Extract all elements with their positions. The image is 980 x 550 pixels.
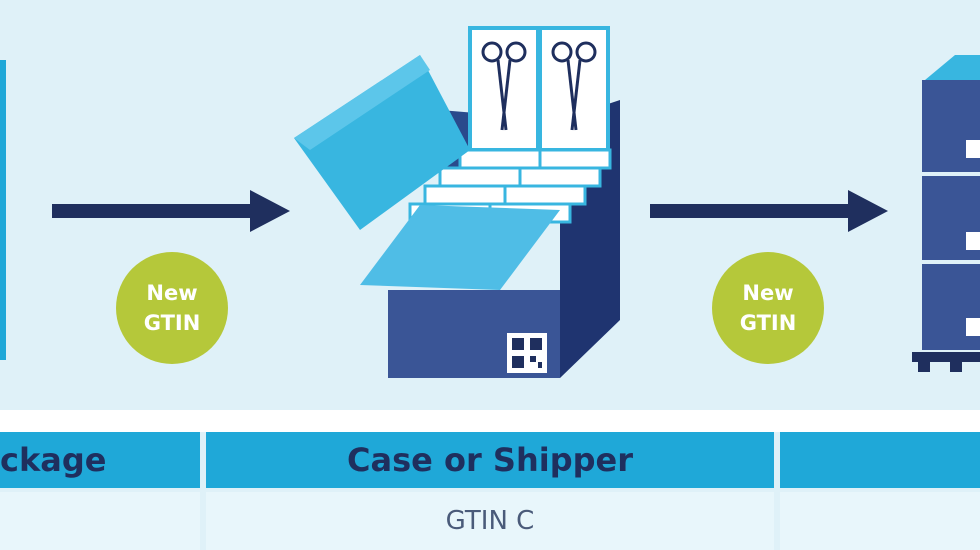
- open-case-icon: [294, 26, 620, 378]
- pallet-icon: [912, 55, 980, 372]
- badge-line: GTIN: [739, 311, 797, 335]
- new-gtin-badge: New GTIN: [116, 252, 228, 364]
- arrow-right-icon: [52, 190, 290, 232]
- level-value-case: GTIN C: [206, 492, 774, 550]
- scissors-icon: [538, 26, 610, 152]
- level-value-label: GTIN C: [445, 506, 535, 536]
- level-header-row: ckage Case or Shipper: [0, 432, 980, 488]
- level-value-pallet: [780, 492, 980, 550]
- new-gtin-badge: New GTIN: [712, 252, 824, 364]
- badge-line: GTIN: [143, 311, 201, 335]
- diagram-stage: New GTIN New GTIN: [0, 26, 980, 378]
- arrow-right-icon: [650, 190, 888, 232]
- diagram-graphics: [0, 26, 980, 378]
- scissors-icon: [468, 26, 540, 152]
- level-value-row: GTIN C: [0, 492, 980, 550]
- badge-line: New: [742, 281, 794, 305]
- level-header-case: Case or Shipper: [206, 432, 774, 488]
- level-header-label: Case or Shipper: [347, 441, 633, 479]
- badge-line: New: [146, 281, 198, 305]
- level-header-pallet: [780, 432, 980, 488]
- divider: [0, 410, 980, 432]
- barcode-icon: [507, 333, 547, 373]
- package-edge-icon: [0, 60, 6, 360]
- level-header-package: ckage: [0, 432, 200, 488]
- level-header-label: ckage: [0, 441, 107, 479]
- level-value-package: [0, 492, 200, 550]
